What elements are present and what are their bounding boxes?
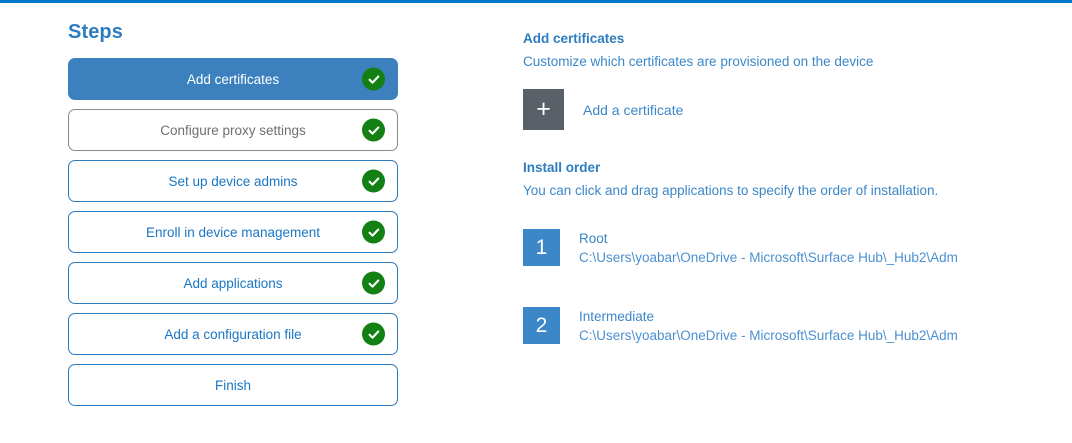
install-order-heading: Install order bbox=[523, 160, 601, 175]
add-certificates-section: Add certificates Customize which certifi… bbox=[523, 30, 1043, 130]
step-completed-check-icon bbox=[362, 322, 385, 346]
install-order-item-path: C:\Users\yoabar\OneDrive - Microsoft\Sur… bbox=[579, 328, 958, 343]
step-button-label: Set up device admins bbox=[168, 173, 298, 189]
step-button-label: Configure proxy settings bbox=[160, 122, 306, 138]
step-completed-check-icon bbox=[362, 271, 385, 295]
install-order-item-path: C:\Users\yoabar\OneDrive - Microsoft\Sur… bbox=[579, 250, 958, 265]
install-order-item-name: Root bbox=[579, 231, 608, 246]
install-order-description: You can click and drag applications to s… bbox=[523, 183, 939, 198]
add-certificates-heading: Add certificates bbox=[523, 31, 625, 46]
step-completed-check-icon bbox=[362, 169, 385, 193]
steps-panel-title: Steps bbox=[68, 21, 123, 43]
add-certificate-row[interactable]: + Add a certificate bbox=[523, 89, 1043, 130]
install-order-number-badge: 2 bbox=[523, 307, 560, 344]
add-certificate-button[interactable]: + bbox=[523, 89, 564, 130]
step-button-5[interactable]: Add a configuration file bbox=[68, 313, 398, 355]
step-button-label: Add certificates bbox=[186, 71, 280, 87]
install-order-number-badge: 1 bbox=[523, 229, 560, 266]
step-button-6[interactable]: Finish bbox=[68, 364, 398, 406]
step-button-3[interactable]: Enroll in device management bbox=[68, 211, 398, 253]
top-accent-bar bbox=[0, 0, 1072, 3]
step-completed-check-icon bbox=[362, 67, 385, 91]
step-button-1[interactable]: Configure proxy settings bbox=[68, 109, 398, 151]
content-panel: Add certificates Customize which certifi… bbox=[523, 30, 1043, 385]
step-button-label: Enroll in device management bbox=[145, 224, 321, 240]
add-certificate-label[interactable]: Add a certificate bbox=[583, 101, 684, 118]
step-completed-check-icon bbox=[362, 118, 385, 142]
step-button-label: Finish bbox=[214, 377, 251, 393]
install-order-section: Install order You can click and drag app… bbox=[523, 159, 1043, 345]
step-button-0[interactable]: Add certificates bbox=[68, 58, 398, 100]
step-button-label: Add applications bbox=[183, 275, 283, 291]
step-button-4[interactable]: Add applications bbox=[68, 262, 398, 304]
step-button-label: Add a configuration file bbox=[164, 326, 302, 342]
install-order-item-name: Intermediate bbox=[579, 309, 655, 324]
step-completed-check-icon bbox=[362, 220, 385, 244]
step-button-2[interactable]: Set up device admins bbox=[68, 160, 398, 202]
add-certificates-description: Customize which certificates are provisi… bbox=[523, 54, 874, 69]
plus-icon: + bbox=[536, 95, 551, 123]
